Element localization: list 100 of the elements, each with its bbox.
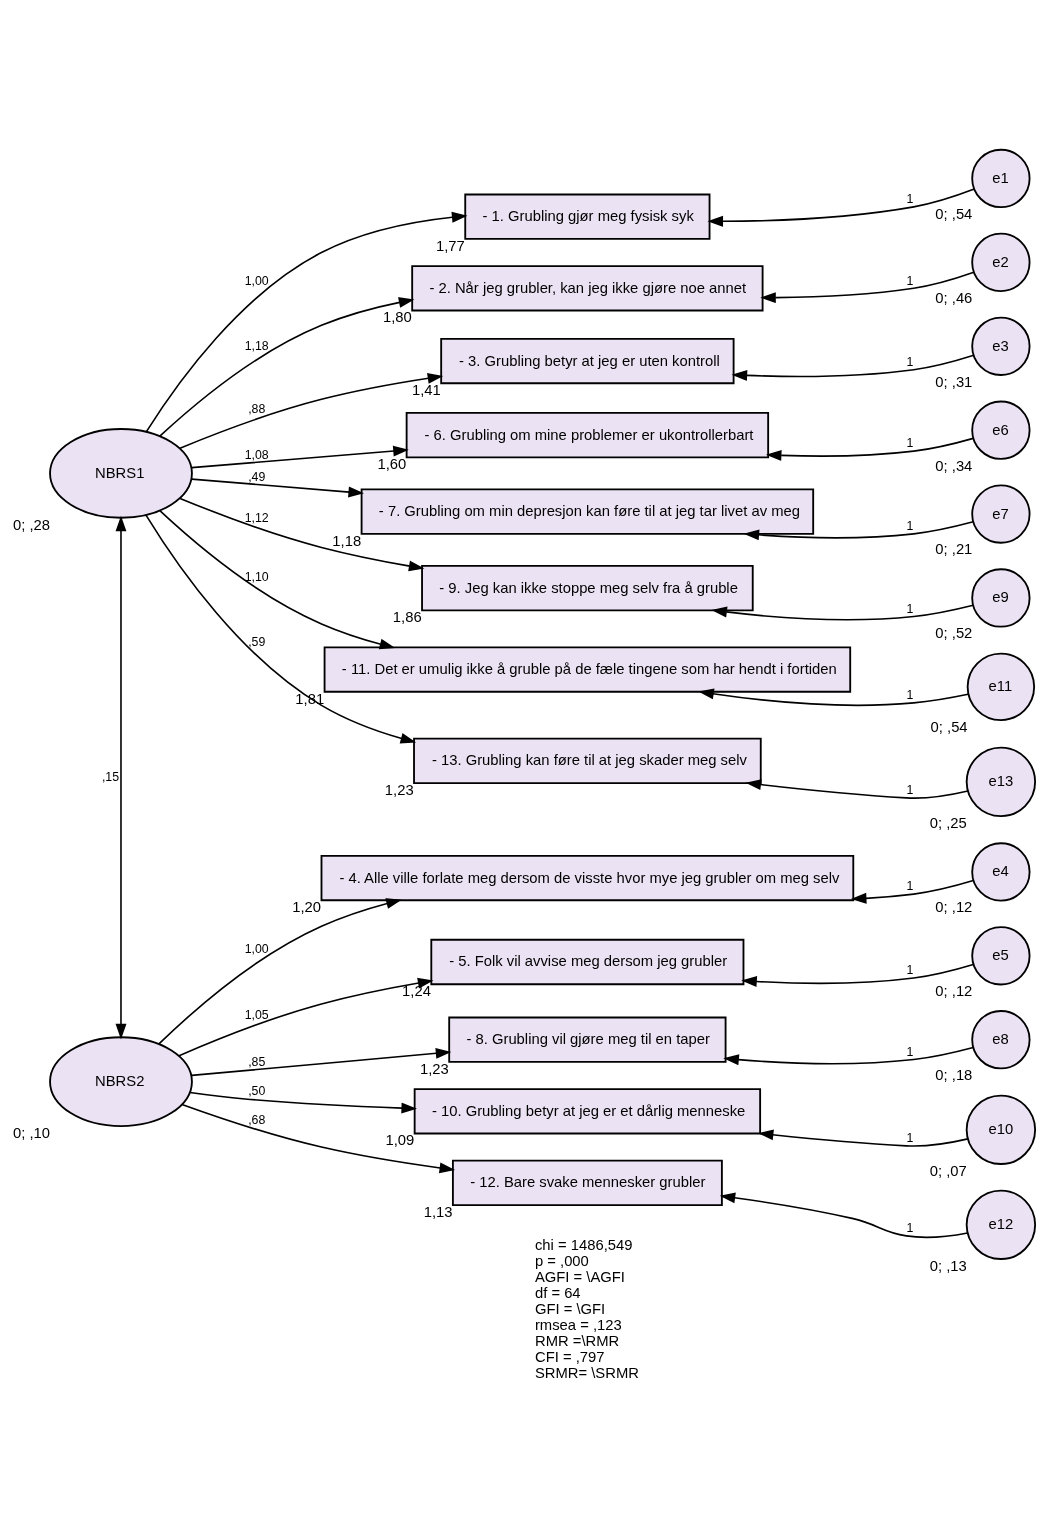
node-label: 1,86 bbox=[392, 609, 422, 626]
arrow bbox=[723, 1046, 975, 1066]
edge-label: 1 bbox=[906, 273, 914, 288]
arrow bbox=[179, 373, 444, 449]
label: SRMR= \SRMR bbox=[534, 1364, 639, 1381]
edge-label: 1,00 bbox=[244, 273, 269, 288]
arrow bbox=[757, 1129, 969, 1147]
node-circle: e7 bbox=[971, 484, 1031, 544]
arrow bbox=[178, 977, 434, 1057]
arrow bbox=[765, 437, 975, 461]
edge-label: 1 bbox=[906, 1044, 914, 1059]
edge-label: ,50 bbox=[248, 1084, 266, 1099]
node-label: 1,80 bbox=[382, 309, 412, 326]
label: rmsea = ,123 bbox=[534, 1316, 622, 1333]
arrow bbox=[190, 478, 364, 498]
arrow bbox=[743, 521, 975, 541]
edge-label: 1 bbox=[906, 192, 914, 207]
arrow bbox=[181, 1103, 456, 1174]
node-label: 0; ,31 bbox=[935, 373, 973, 390]
arrow bbox=[850, 879, 975, 904]
edge-label: 1 bbox=[906, 436, 914, 451]
node-label: 0; ,28 bbox=[13, 516, 51, 533]
node-ellipse: NBRS2 bbox=[49, 1036, 193, 1128]
edge-label: 1 bbox=[906, 355, 914, 370]
node-box: - 13. Grubling kan føre til at jeg skader meg selv bbox=[413, 737, 762, 784]
label: GFI = \GFI bbox=[534, 1300, 606, 1317]
arrow bbox=[745, 779, 969, 799]
arrow bbox=[698, 688, 969, 707]
node-label: 0; ,54 bbox=[935, 205, 973, 222]
arrow bbox=[179, 497, 425, 572]
node-circle: e12 bbox=[965, 1189, 1037, 1260]
node-label: 0; ,25 bbox=[929, 814, 967, 831]
node-box: - 7. Grubling om min depresjon kan føre til at jeg tar livet av meg bbox=[360, 488, 815, 535]
edge-label: ,68 bbox=[248, 1112, 266, 1127]
node-label: 1,20 bbox=[292, 899, 322, 916]
edge-label: 1 bbox=[906, 879, 914, 894]
arrow bbox=[719, 1192, 969, 1239]
node-label: 0; ,21 bbox=[935, 541, 973, 558]
arrow bbox=[145, 514, 417, 744]
node-label: 0; ,13 bbox=[929, 1257, 967, 1274]
node-circle: e5 bbox=[971, 926, 1031, 986]
node-box: - 1. Grubling gjør meg fysisk syk bbox=[464, 193, 711, 240]
edge-label: 1 bbox=[906, 601, 914, 616]
edge-label: 1 bbox=[906, 688, 914, 703]
node-label: 1,77 bbox=[436, 237, 465, 254]
node-label: 0; ,10 bbox=[13, 1124, 51, 1141]
node-circle: e11 bbox=[966, 652, 1036, 722]
label: AGFI = \AGFI bbox=[534, 1268, 625, 1285]
node-label: 0; ,34 bbox=[935, 457, 973, 474]
node-circle: e3 bbox=[971, 316, 1031, 376]
node-circle: e13 bbox=[965, 746, 1037, 817]
node-label: 1,23 bbox=[384, 781, 414, 798]
node-box: - 5. Folk vil avvise meg dersom jeg grubler bbox=[430, 938, 745, 986]
node-ellipse: NBRS1 bbox=[49, 428, 193, 519]
arrow bbox=[741, 963, 975, 987]
label: RMR =\RMR bbox=[534, 1332, 620, 1349]
node-label: 1,41 bbox=[411, 382, 441, 399]
arrow bbox=[159, 297, 415, 437]
node-box: - 12. Bare svake mennesker grubler bbox=[451, 1159, 723, 1206]
arrow bbox=[189, 1091, 417, 1114]
node-label: 0; ,07 bbox=[929, 1162, 967, 1179]
label: CFI = ,797 bbox=[534, 1348, 605, 1365]
node-circle: e9 bbox=[971, 568, 1031, 628]
arrow bbox=[731, 354, 975, 381]
node-label: 1,18 bbox=[332, 532, 362, 549]
node-label: 1,24 bbox=[402, 983, 431, 1000]
edge-label: 1 bbox=[906, 963, 914, 978]
edge-label: ,49 bbox=[248, 469, 266, 484]
edge-label: 1 bbox=[906, 519, 914, 534]
node-circle: e1 bbox=[971, 148, 1031, 209]
node-box: - 3. Grubling betyr at jeg er uten kontroll bbox=[440, 337, 735, 385]
label: p = ,000 bbox=[534, 1252, 589, 1269]
node-box: - 2. Når jeg grubler, kan jeg ikke gjøre noe annet bbox=[411, 265, 764, 312]
arrow bbox=[145, 211, 468, 433]
node-circle: e10 bbox=[965, 1094, 1037, 1165]
node-label: 1,09 bbox=[385, 1132, 415, 1149]
edge-label: 1,10 bbox=[244, 569, 269, 584]
node-box: - 10. Grubling betyr at jeg er et dårlig menneske bbox=[413, 1088, 762, 1135]
edge-label: 1,05 bbox=[244, 1007, 269, 1022]
edge-label: 1,08 bbox=[244, 447, 269, 462]
edge-label: 1 bbox=[906, 1131, 914, 1146]
arrow bbox=[190, 1047, 452, 1077]
node-label: 0; ,12 bbox=[935, 899, 973, 916]
arrow bbox=[159, 509, 396, 650]
node-label: 0; ,12 bbox=[935, 983, 973, 1000]
edge-label: 1 bbox=[906, 1221, 914, 1236]
node-box: - 9. Jeg kan ikke stoppe meg selv fra å gruble bbox=[421, 565, 754, 612]
node-label: 1,13 bbox=[423, 1203, 453, 1220]
edge-label: 1,00 bbox=[244, 942, 269, 957]
arrow bbox=[115, 515, 127, 1040]
edge-label: ,59 bbox=[248, 635, 266, 650]
node-label: 0; ,18 bbox=[935, 1067, 973, 1084]
node-box: - 8. Grubling vil gjøre meg til en taper bbox=[448, 1016, 727, 1063]
node-label: 1,23 bbox=[419, 1060, 449, 1077]
arrow bbox=[711, 604, 974, 621]
arrow bbox=[707, 188, 976, 227]
edge-label: 1 bbox=[906, 783, 914, 798]
edge-label: 1,18 bbox=[244, 338, 269, 353]
node-circle: e6 bbox=[971, 400, 1031, 460]
node-box: - 6. Grubling om mine problemer er ukontrollerbart bbox=[405, 412, 770, 459]
